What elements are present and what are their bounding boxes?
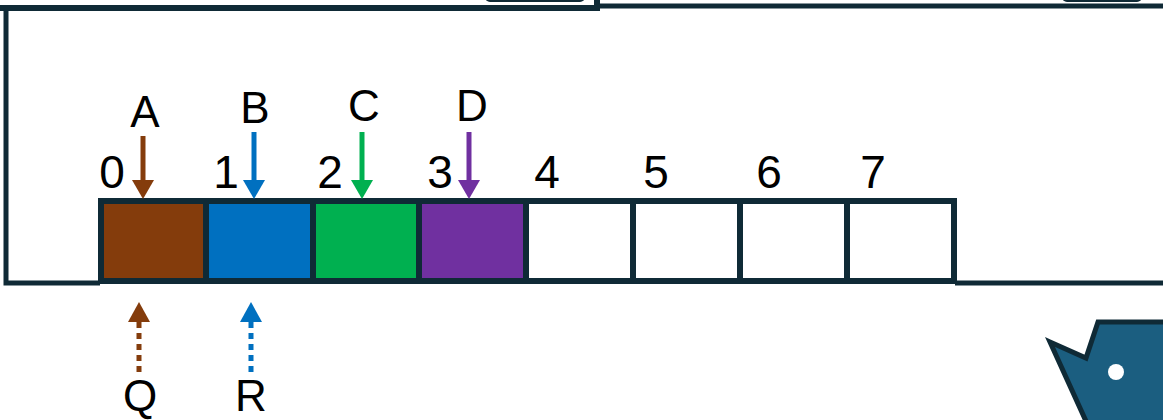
pointer-name: B	[240, 86, 269, 130]
index-number: 7	[860, 149, 886, 195]
pointer-name: R	[235, 374, 267, 418]
pointer-name: D	[456, 84, 488, 128]
index-number: 6	[756, 149, 782, 195]
arrow-head	[351, 180, 373, 199]
dotted-arrow	[137, 318, 142, 372]
arrow-head	[240, 302, 262, 322]
frame-border	[955, 281, 1163, 286]
index-number: 2	[317, 149, 343, 195]
index-number: 1	[213, 149, 239, 195]
pointer-arrow	[141, 136, 146, 182]
pointer-arrow	[252, 132, 257, 182]
array-cell	[101, 201, 206, 281]
arrow-head	[128, 302, 150, 322]
arrow-head	[132, 180, 154, 199]
pointer-name: Q	[123, 374, 157, 418]
array-cell	[206, 201, 313, 281]
array-cell	[419, 201, 526, 281]
index-number: 3	[427, 149, 453, 195]
panel-border	[600, 4, 1163, 9]
array-cell	[740, 201, 847, 281]
pointer-arrow	[467, 132, 472, 182]
dotted-arrows	[128, 302, 262, 372]
array-cell	[526, 201, 633, 281]
pointer-name: C	[348, 84, 380, 128]
panel-tab	[485, 0, 585, 2]
array-cell	[847, 201, 954, 281]
panel-tab	[1062, 0, 1142, 2]
pointer-arrows	[132, 132, 480, 199]
pointer-name: A	[130, 90, 159, 134]
dotted-arrow	[249, 318, 254, 372]
pointer-arrow	[360, 132, 365, 182]
frame-border	[6, 8, 100, 283]
mascot-eye	[1108, 364, 1124, 380]
arrow-head	[458, 180, 480, 199]
array-cell	[633, 201, 740, 281]
array-cell	[313, 201, 419, 281]
array-cells	[101, 201, 954, 281]
index-number: 4	[534, 149, 560, 195]
mascot-figure	[1050, 322, 1163, 420]
index-number: 5	[643, 149, 669, 195]
arrow-head	[243, 180, 265, 199]
index-number: 0	[99, 149, 125, 195]
